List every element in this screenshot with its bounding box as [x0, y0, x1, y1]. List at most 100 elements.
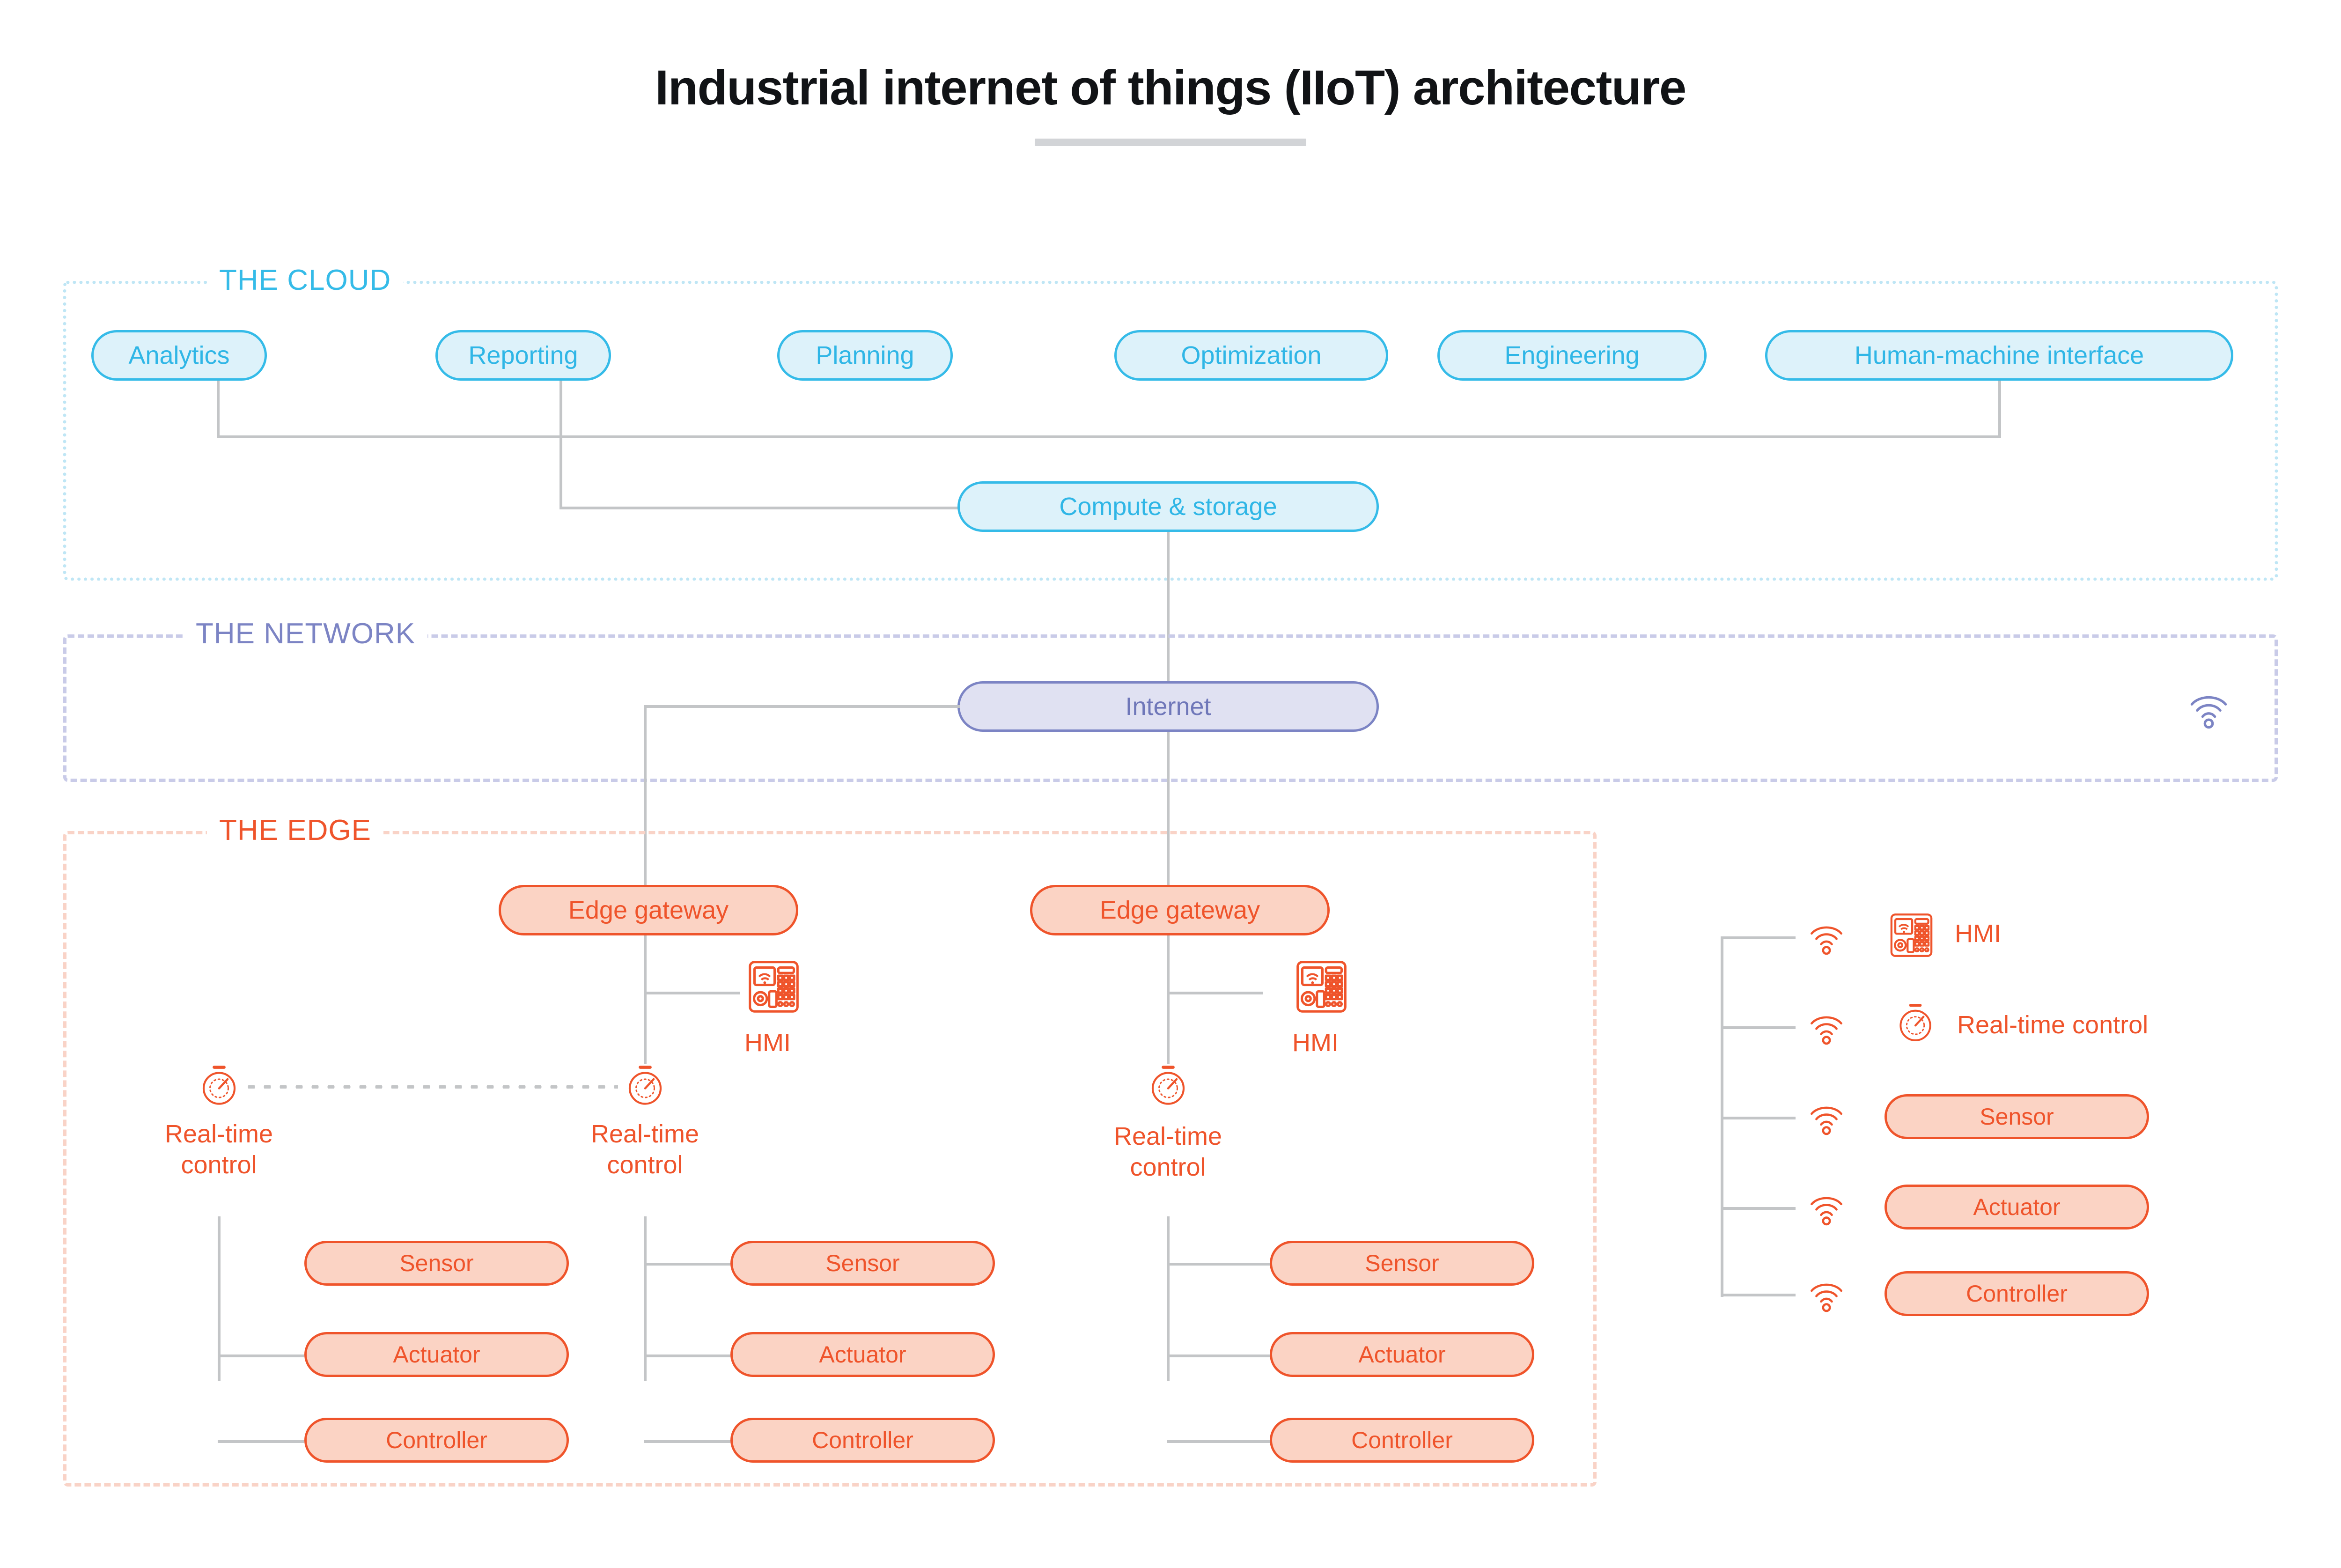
- cloud-service-engineering[interactable]: Engineering: [1437, 330, 1707, 381]
- realtime-control-label: Real-time control: [590, 1120, 699, 1179]
- wifi-icon: [1805, 1005, 1848, 1048]
- connector-col-a-sensor: [644, 1263, 730, 1266]
- edge-device-label: Controller: [386, 1427, 487, 1453]
- connector-internet-left-drop: [644, 705, 647, 888]
- legend-label-realtime-control: Real-time control: [1957, 1011, 2149, 1039]
- cloud-service-analytics[interactable]: Analytics: [91, 330, 267, 381]
- hmi-panel-icon: [1887, 911, 1936, 960]
- connector-gateway-b-down: [1167, 935, 1170, 1064]
- stopwatch-icon: [197, 1064, 242, 1109]
- stopwatch-icon: [1894, 1002, 1937, 1045]
- zone-the-cloud: THE CLOUD: [63, 264, 2278, 581]
- edge-gateway[interactable]: Edge gateway: [1030, 885, 1330, 935]
- stopwatch-icon: [1146, 1064, 1191, 1109]
- zone-label-cloud: THE CLOUD: [207, 264, 404, 297]
- connector-hub-to-internet: [1167, 532, 1170, 705]
- legend-label-sensor: Sensor: [1980, 1104, 2054, 1130]
- connector-col-left-actuator: [218, 1355, 304, 1357]
- legend-label-actuator: Actuator: [1973, 1194, 2061, 1220]
- edge-device-controller[interactable]: Controller: [304, 1418, 569, 1463]
- title-divider: [1035, 138, 1306, 146]
- edge-device-actuator[interactable]: Actuator: [304, 1332, 569, 1377]
- cloud-service-label: Reporting: [468, 341, 578, 369]
- legend-stub: [1721, 1026, 1796, 1029]
- edge-device-controller[interactable]: Controller: [1270, 1418, 1534, 1463]
- edge-device-sensor[interactable]: Sensor: [1270, 1241, 1534, 1286]
- wifi-icon: [1805, 915, 1848, 958]
- edge-device-sensor[interactable]: Sensor: [304, 1241, 569, 1286]
- edge-gateway-label: Edge gateway: [568, 896, 729, 924]
- edge-device-label: Sensor: [1365, 1250, 1439, 1276]
- zone-label-edge: THE EDGE: [207, 814, 383, 847]
- connector-col-a-controller: [644, 1440, 730, 1443]
- zone-label-network: THE NETWORK: [184, 617, 428, 650]
- edge-gateway-label: Edge gateway: [1099, 896, 1260, 924]
- connector-col-a-spine: [644, 1216, 647, 1381]
- cloud-service-label: Optimization: [1181, 341, 1322, 369]
- legend-stub: [1721, 1294, 1796, 1296]
- edge-gateway[interactable]: Edge gateway: [499, 885, 798, 935]
- title-block: Industrial internet of things (IIoT) arc…: [0, 61, 2341, 146]
- connector-col-a-actuator: [644, 1355, 730, 1357]
- connector-realtime-peer-dotted: [243, 1085, 618, 1089]
- connector-analytics-drop: [217, 381, 220, 437]
- wifi-icon: [1805, 1273, 1848, 1316]
- connector-hmi-drop: [1998, 381, 2001, 437]
- wifi-icon: [2184, 684, 2233, 733]
- hmi-panel-icon: [1292, 957, 1351, 1016]
- cloud-service-label: Planning: [816, 341, 914, 369]
- connector-reporting-drop: [559, 381, 562, 437]
- edge-device-label: Actuator: [393, 1341, 480, 1368]
- wifi-icon: [1805, 1186, 1848, 1229]
- legend-stub: [1721, 1117, 1796, 1119]
- legend-pill-controller[interactable]: Controller: [1885, 1271, 2149, 1316]
- hmi-label: HMI: [1292, 1029, 1339, 1057]
- connector-gateway-b-to-hmi: [1167, 992, 1263, 994]
- connector-col-left-controller: [218, 1440, 304, 1443]
- legend-stub: [1721, 1207, 1796, 1210]
- connector-internet-left-horiz: [644, 705, 960, 708]
- connector-gateway-a-to-hmi: [644, 992, 740, 994]
- edge-device-label: Controller: [1351, 1427, 1453, 1453]
- connector-col-left-spine: [218, 1216, 221, 1381]
- page-title: Industrial internet of things (IIoT) arc…: [655, 60, 1686, 115]
- edge-device-controller[interactable]: Controller: [730, 1418, 995, 1463]
- connector-cloud-bus: [217, 435, 2001, 438]
- stopwatch-icon: [623, 1064, 668, 1109]
- connector-col-b-sensor: [1167, 1263, 1270, 1266]
- edge-device-label: Actuator: [1358, 1341, 1446, 1368]
- cloud-hub-label: Compute & storage: [1059, 493, 1277, 521]
- edge-device-actuator[interactable]: Actuator: [1270, 1332, 1534, 1377]
- realtime-control-label: Real-time control: [164, 1120, 273, 1179]
- cloud-service-planning[interactable]: Planning: [777, 330, 953, 381]
- cloud-service-optimization[interactable]: Optimization: [1114, 330, 1388, 381]
- wifi-icon: [1805, 1096, 1848, 1139]
- edge-device-sensor[interactable]: Sensor: [730, 1241, 995, 1286]
- zone-the-network: THE NETWORK: [63, 617, 2278, 782]
- edge-device-actuator[interactable]: Actuator: [730, 1332, 995, 1377]
- cloud-service-human-machine-interface[interactable]: Human-machine interface: [1765, 330, 2233, 381]
- realtime-control-label: Real-time control: [1113, 1122, 1222, 1181]
- connector-gateway-a-down: [644, 935, 647, 1064]
- legend-pill-sensor[interactable]: Sensor: [1885, 1094, 2149, 1139]
- zone-the-edge: THE EDGE: [63, 814, 1597, 1487]
- cloud-service-label: Human-machine interface: [1854, 341, 2144, 369]
- connector-bus-to-hub-vert: [559, 435, 562, 508]
- connector-col-b-controller: [1167, 1440, 1270, 1443]
- connector-col-b-actuator: [1167, 1355, 1270, 1357]
- edge-device-label: Sensor: [825, 1250, 900, 1276]
- network-node-internet[interactable]: Internet: [957, 681, 1379, 732]
- legend-stub: [1721, 936, 1796, 939]
- legend-pill-actuator[interactable]: Actuator: [1885, 1185, 2149, 1229]
- legend-label-hmi: HMI: [1955, 920, 2001, 948]
- hmi-label: HMI: [744, 1029, 791, 1057]
- cloud-service-label: Analytics: [128, 341, 230, 369]
- edge-device-label: Sensor: [399, 1250, 474, 1276]
- connector-col-b-spine: [1167, 1216, 1170, 1381]
- edge-device-label: Actuator: [819, 1341, 906, 1368]
- edge-device-label: Controller: [812, 1427, 913, 1453]
- hmi-panel-icon: [744, 957, 803, 1016]
- legend-label-controller: Controller: [1966, 1281, 2068, 1307]
- cloud-hub-compute-storage[interactable]: Compute & storage: [957, 481, 1379, 532]
- cloud-service-reporting[interactable]: Reporting: [435, 330, 611, 381]
